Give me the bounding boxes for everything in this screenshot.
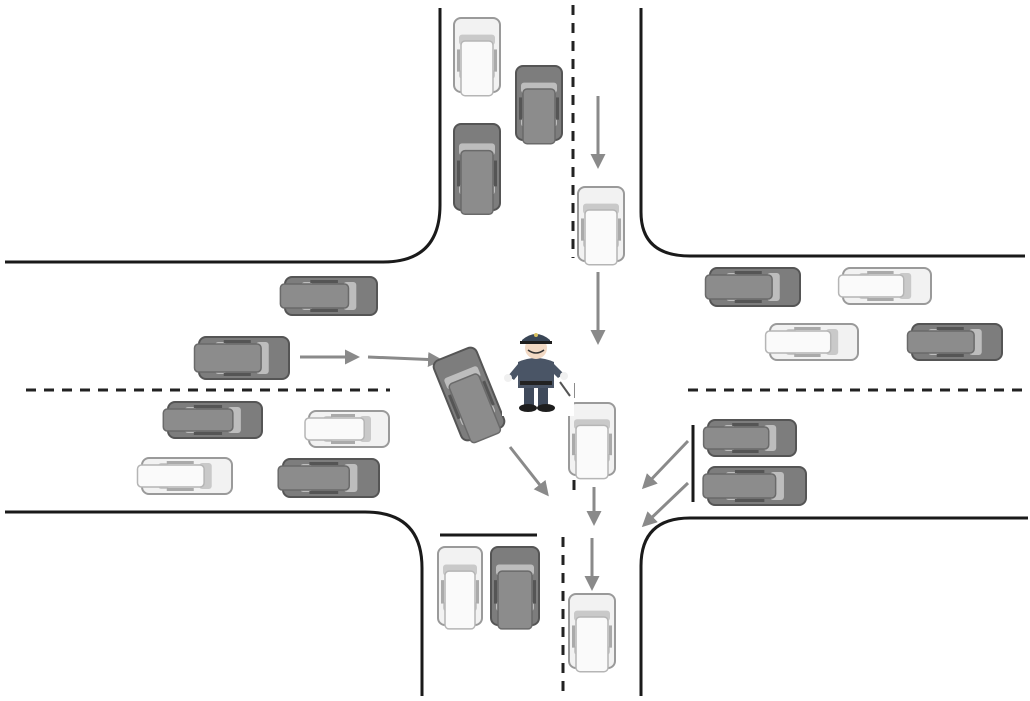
- car: [702, 419, 797, 457]
- car: [515, 65, 563, 145]
- road-edges: [5, 8, 1028, 696]
- car: [837, 267, 932, 305]
- car: [279, 276, 378, 316]
- car: [453, 123, 501, 216]
- arrow-eastbound-2: [367, 352, 443, 367]
- car: [490, 546, 540, 630]
- officer-legs: [524, 384, 534, 406]
- car: [906, 323, 1003, 361]
- officer-arm: [508, 364, 522, 380]
- officer-body: [518, 358, 554, 388]
- car: [704, 267, 801, 307]
- arrow-turn-south: [508, 446, 549, 497]
- car: [702, 466, 807, 506]
- car: [432, 346, 506, 444]
- officer-shoes: [519, 404, 537, 412]
- car: [193, 336, 290, 380]
- arrow-westbound-turn-2: [641, 481, 690, 528]
- car: [162, 401, 263, 439]
- car: [568, 402, 616, 480]
- police-officer-icon: [502, 326, 574, 416]
- car: [577, 186, 625, 266]
- curb-southeast: [639, 516, 1028, 696]
- car: [437, 546, 483, 630]
- movement-arrows: [300, 96, 690, 591]
- car: [304, 410, 390, 448]
- lane-markings: [26, 5, 1022, 692]
- car: [277, 458, 380, 498]
- car: [764, 323, 859, 361]
- vehicles: [136, 17, 1003, 673]
- car: [568, 593, 616, 673]
- arrow-westbound-turn-1: [641, 439, 690, 490]
- car: [453, 17, 501, 97]
- officer-cap: [522, 334, 550, 342]
- curb-northwest: [5, 8, 442, 264]
- car: [136, 457, 233, 495]
- curb-northeast: [639, 8, 1025, 258]
- curb-southwest: [5, 510, 424, 696]
